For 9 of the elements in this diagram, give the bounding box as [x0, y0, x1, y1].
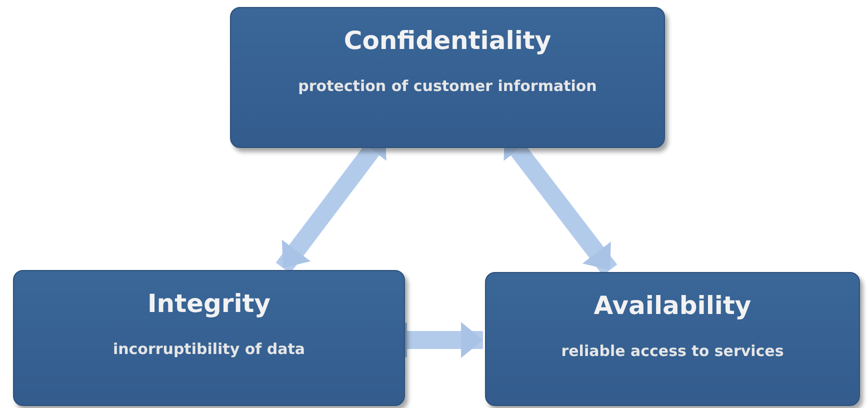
box-subtitle: reliable access to services [561, 342, 784, 360]
box-title: Confidentiality [344, 26, 552, 55]
box-subtitle: incorruptibility of data [112, 340, 306, 358]
box-subtitle: protection of customer information [298, 77, 597, 95]
concept-box [485, 272, 860, 406]
box-title: Availability [594, 291, 752, 320]
concept-box [230, 7, 665, 148]
concept-box [13, 270, 405, 406]
box-title: Integrity [147, 289, 271, 318]
